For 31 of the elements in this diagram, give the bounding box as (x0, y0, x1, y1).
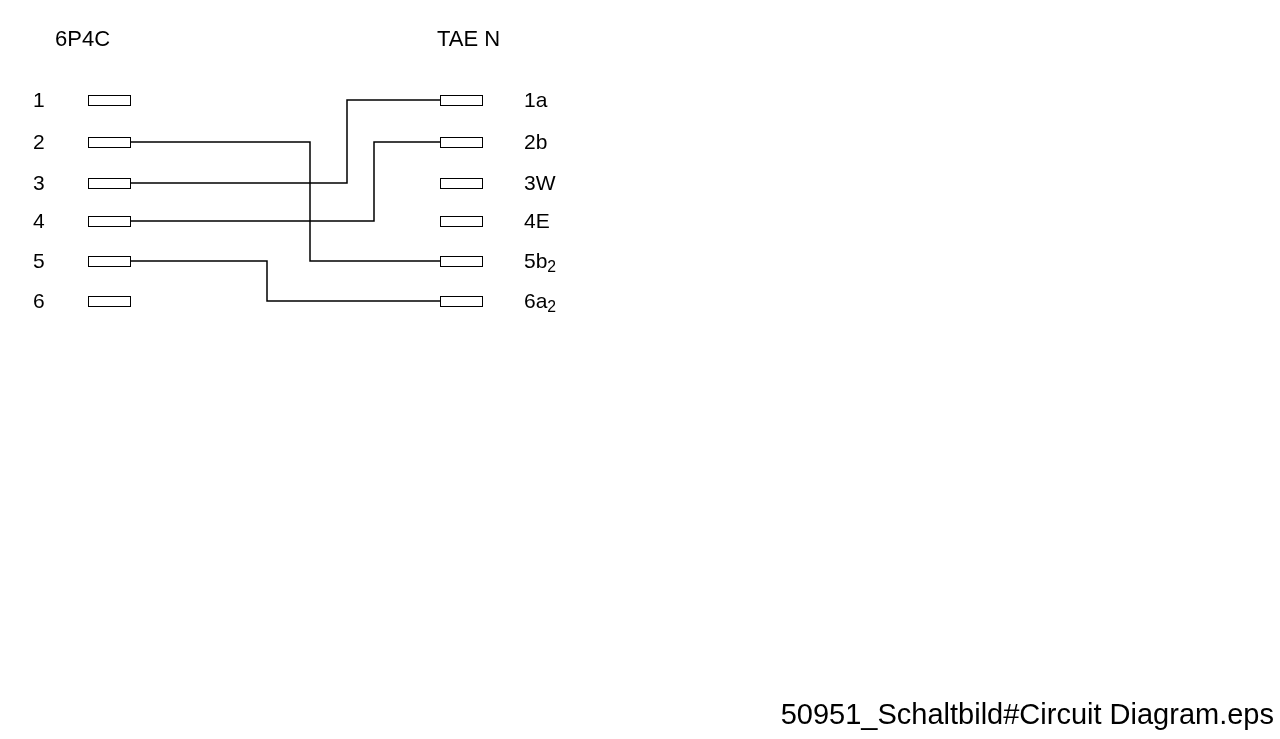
pin-label: 5b$_{2}$ (524, 250, 557, 271)
pin-label: 4E (524, 210, 550, 231)
wire (130, 99, 441, 184)
pin-label: 1a (524, 89, 548, 110)
wire (130, 260, 441, 302)
pin-contact (440, 295, 483, 307)
pin-label: 1 (33, 89, 45, 110)
pin-label: 6a$_{2}$ (524, 290, 557, 311)
pin-contact (88, 177, 131, 189)
pin-contact (88, 136, 131, 148)
pin-contact (88, 255, 131, 267)
connector-heading: TAE N (437, 28, 501, 50)
pin-contact (440, 255, 483, 267)
pin-contact (440, 136, 483, 148)
pin-label: 3W (524, 172, 556, 193)
wire (130, 141, 441, 222)
pin-contact (88, 215, 131, 227)
pin-label: 3 (33, 172, 45, 193)
pin-contact (440, 94, 483, 106)
pin-label: 6 (33, 290, 45, 311)
pin-label: 5 (33, 250, 45, 271)
pin-contact (440, 177, 483, 189)
pin-label: 2b (524, 131, 548, 152)
pin-contact (88, 295, 131, 307)
pin-label: 4 (33, 210, 45, 231)
caption: 50951_Schaltbild#Circuit Diagram.eps (780, 700, 1274, 729)
pin-contact (88, 94, 131, 106)
wire (130, 141, 441, 262)
pin-label: 2 (33, 131, 45, 152)
pin-contact (440, 215, 483, 227)
connector-heading: 6P4C (55, 28, 111, 50)
